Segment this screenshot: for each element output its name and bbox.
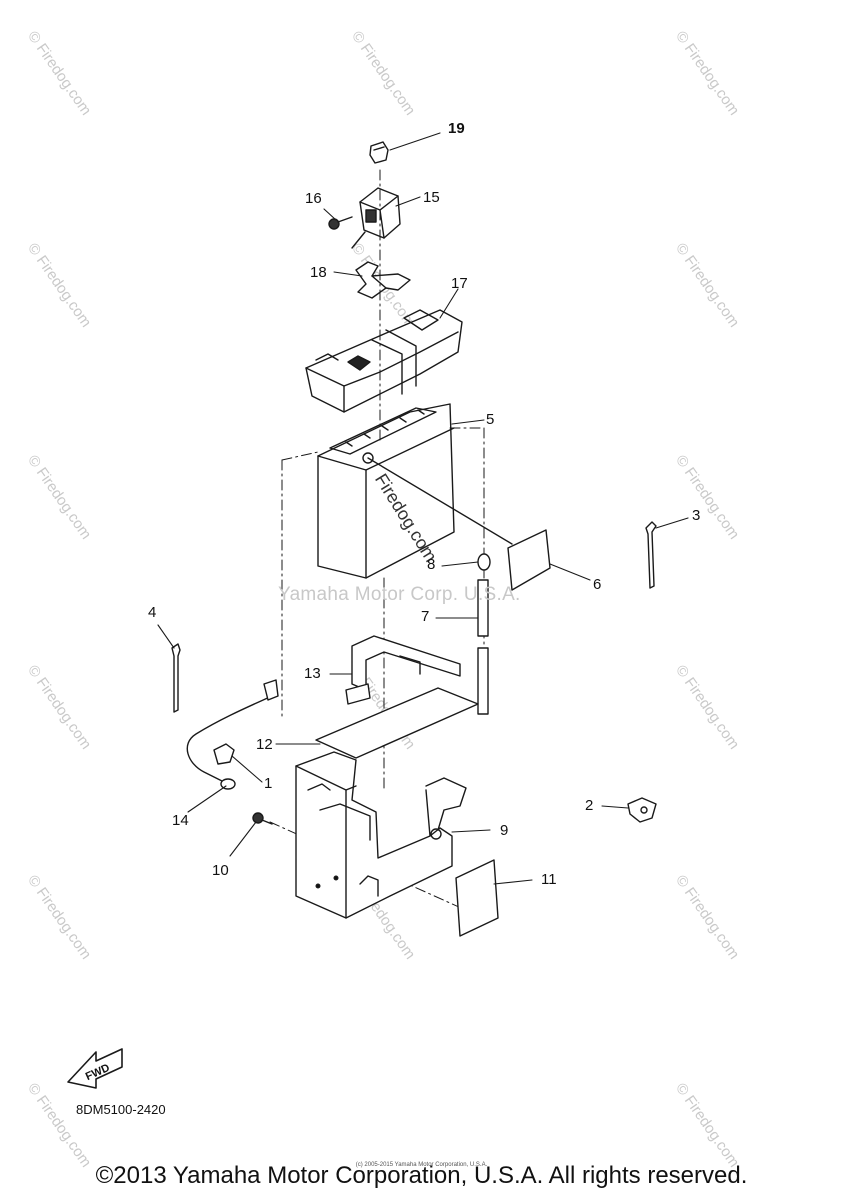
part-breather-hose [477, 579, 489, 715]
part-battery-case [295, 751, 467, 919]
callout-12: 12 [256, 736, 273, 753]
part-pad-11 [455, 859, 499, 937]
part-bolt-10 [252, 812, 273, 825]
fwd-arrow-icon [67, 1048, 123, 1089]
callout-13: 13 [304, 665, 321, 682]
part-clip-3 [645, 521, 657, 589]
diagram-part-code: 8DM5100-2420 [76, 1102, 166, 1117]
callout-7: 7 [421, 608, 430, 625]
callout-10: 10 [212, 862, 229, 879]
callout-16: 16 [305, 190, 322, 207]
callout-17: 17 [451, 275, 468, 292]
callout-1: 1 [264, 775, 273, 792]
part-battery [317, 403, 513, 579]
part-negative-lead [186, 679, 279, 790]
callout-15: 15 [423, 189, 440, 206]
part-bolt-16 [328, 216, 353, 230]
part-battery-band [345, 635, 461, 705]
callout-3: 3 [692, 507, 701, 524]
part-plate [315, 687, 479, 759]
callout-leaders [157, 132, 689, 885]
copyright-notice: ©2013 Yamaha Motor Corporation, U.S.A. A… [95, 1162, 748, 1189]
part-battery-cover [305, 309, 463, 413]
part-fuse [369, 141, 389, 164]
callout-4: 4 [148, 604, 157, 621]
callout-14: 14 [172, 812, 189, 829]
part-clamp-2 [627, 797, 657, 823]
center-watermark: Yamaha Motor Corp. U.S.A. [278, 584, 521, 605]
callout-9: 9 [500, 822, 509, 839]
callout-5: 5 [486, 411, 495, 428]
fwd-label: FWD [84, 1062, 112, 1083]
callout-11: 11 [541, 871, 557, 888]
part-bracket [355, 261, 411, 299]
callout-2: 2 [585, 797, 594, 814]
callout-6: 6 [593, 576, 602, 593]
part-pad-6 [507, 529, 551, 591]
callout-19: 19 [448, 120, 465, 137]
callout-18: 18 [310, 264, 327, 281]
part-clip-4 [171, 643, 181, 713]
callout-8: 8 [427, 556, 436, 573]
fine-print: (c) 2005-2015 Yamaha Motor Corporation, … [355, 1162, 488, 1168]
